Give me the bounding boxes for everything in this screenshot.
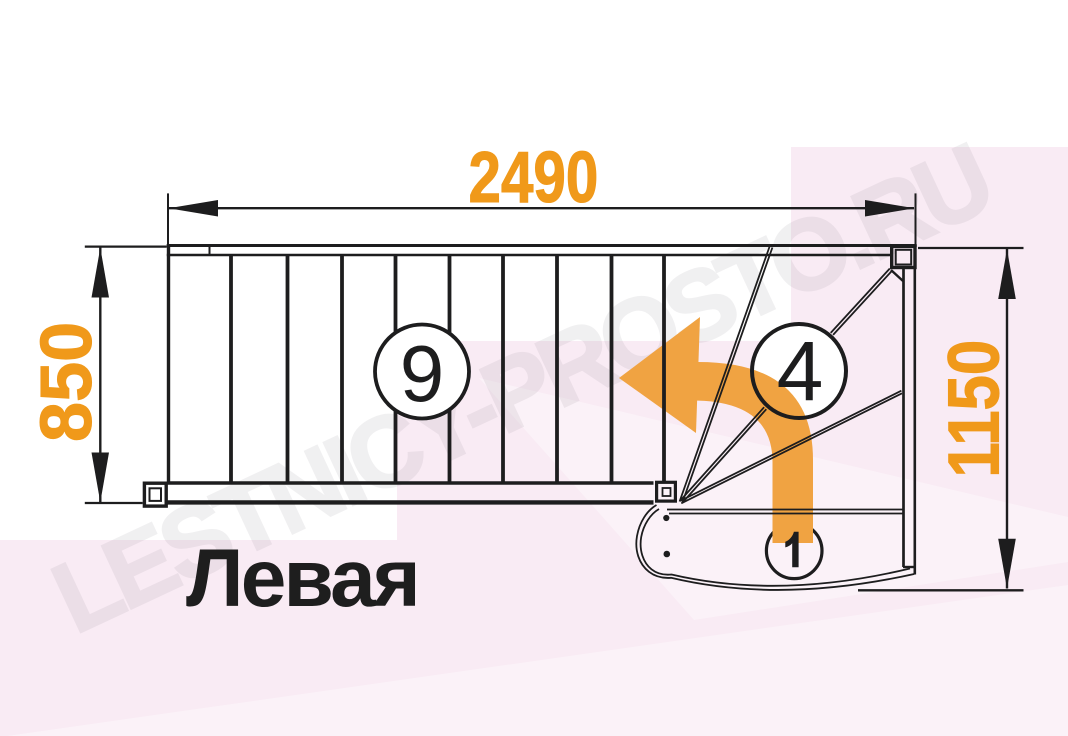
svg-text:4: 4 [777, 324, 824, 418]
svg-text:9: 9 [400, 329, 445, 418]
svg-text:2490: 2490 [469, 137, 599, 217]
svg-text:1150: 1150 [935, 340, 1015, 478]
svg-text:Левая: Левая [186, 533, 418, 624]
svg-text:850: 850 [27, 322, 107, 442]
